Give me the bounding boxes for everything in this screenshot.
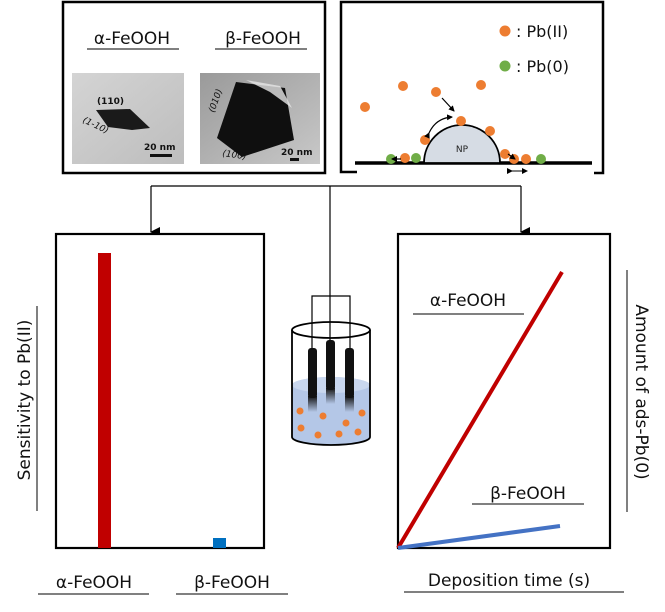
pb2-legend-dot <box>499 25 511 37</box>
beta-facet-bottom: (100) <box>222 149 247 162</box>
beaker-rim <box>291 321 371 339</box>
alpha-facet-top: (110) <box>97 97 124 107</box>
counter-electrode <box>345 348 354 398</box>
np-label: NP <box>456 145 469 155</box>
beta-tem-image: (010) (100) 20 nm <box>200 73 320 164</box>
bar-beta-feooh <box>213 538 226 548</box>
alpha-title: α-FeOOH <box>94 29 170 49</box>
chart-frame <box>54 232 266 550</box>
right-xlabel: Deposition time (s) <box>428 571 590 591</box>
alpha-scale-label: 20 nm <box>144 143 175 153</box>
adsorption-arrow <box>441 97 455 112</box>
surface-diffusion-arrow <box>424 114 453 139</box>
bar-alpha-feooh <box>98 253 111 548</box>
line-beta-feooh <box>397 524 561 550</box>
left-ylabel: Sensitivity to Pb(II) <box>15 320 35 481</box>
pb2-ions <box>360 80 531 164</box>
reference-electrode <box>326 340 335 390</box>
line-alpha-feooh <box>396 270 564 550</box>
beta-scale-bar <box>290 158 299 161</box>
pb0-legend-label: : Pb(0) <box>516 57 569 76</box>
left-xtick-beta: β-FeOOH <box>194 573 270 593</box>
spillover-arrow-right <box>507 153 516 160</box>
electrochemical-cell <box>291 295 371 446</box>
right-ylabel: Amount of ads-Pb(0) <box>631 304 651 479</box>
sensitivity-bar-chart: Sensitivity to Pb(II) α-FeOOH β-FeOOH <box>15 232 288 595</box>
left-xtick-alpha: α-FeOOH <box>56 573 132 593</box>
deposition-line-chart: α-FeOOH β-FeOOH Amount of ads-Pb(0) Depo… <box>396 232 651 593</box>
pb0-legend-dot <box>499 60 511 72</box>
alpha-tem-image: (110) (1-10) 20 nm <box>72 73 184 164</box>
solution-ions <box>296 407 366 439</box>
line-label-alpha: α-FeOOH <box>430 291 506 311</box>
alpha-scale-bar <box>150 154 172 157</box>
mechanism-panel: : Pb(II) : Pb(0) NP <box>339 0 605 175</box>
line-label-beta: β-FeOOH <box>490 484 566 504</box>
connectors <box>150 185 530 296</box>
working-electrode <box>308 348 317 398</box>
beta-scale-label: 20 nm <box>281 148 312 158</box>
tem-panel: α-FeOOH β-FeOOH (110) (1-10) 20 nm (010)… <box>61 0 327 175</box>
beta-title: β-FeOOH <box>225 29 301 49</box>
chart-frame <box>396 232 612 550</box>
pb2-legend-label: : Pb(II) <box>516 22 568 41</box>
